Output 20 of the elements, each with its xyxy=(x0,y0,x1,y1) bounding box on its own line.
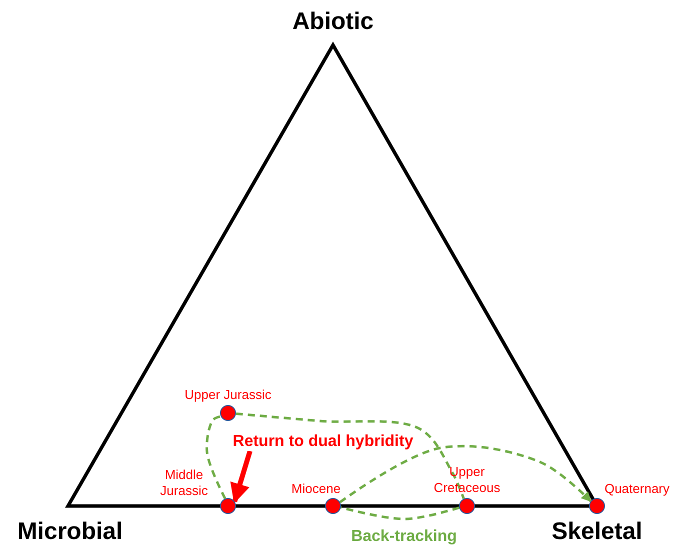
connector-line xyxy=(340,506,460,520)
arrow xyxy=(230,450,252,504)
period-marker xyxy=(220,498,236,514)
period-label: Middle Jurassic xyxy=(159,466,209,500)
period-marker xyxy=(325,498,341,514)
period-marker xyxy=(459,498,475,514)
vertex-label: Skeletal xyxy=(552,518,642,546)
connector-line xyxy=(206,415,226,500)
vertex-label: Abiotic xyxy=(292,8,374,36)
period-marker xyxy=(589,498,605,514)
connector-line xyxy=(236,412,465,500)
arrow xyxy=(339,444,592,504)
vertex-label: Microbial xyxy=(17,518,123,546)
period-label: Miocene xyxy=(291,480,341,498)
period-label: Quaternary xyxy=(604,480,670,498)
annotation-text: Return to dual hybridity xyxy=(230,433,416,451)
period-label: Upper Cretaceous xyxy=(432,464,502,496)
edge-label: Back-tracking xyxy=(349,528,459,546)
period-label: Upper Jurassic xyxy=(184,386,272,404)
period-marker xyxy=(220,405,236,421)
